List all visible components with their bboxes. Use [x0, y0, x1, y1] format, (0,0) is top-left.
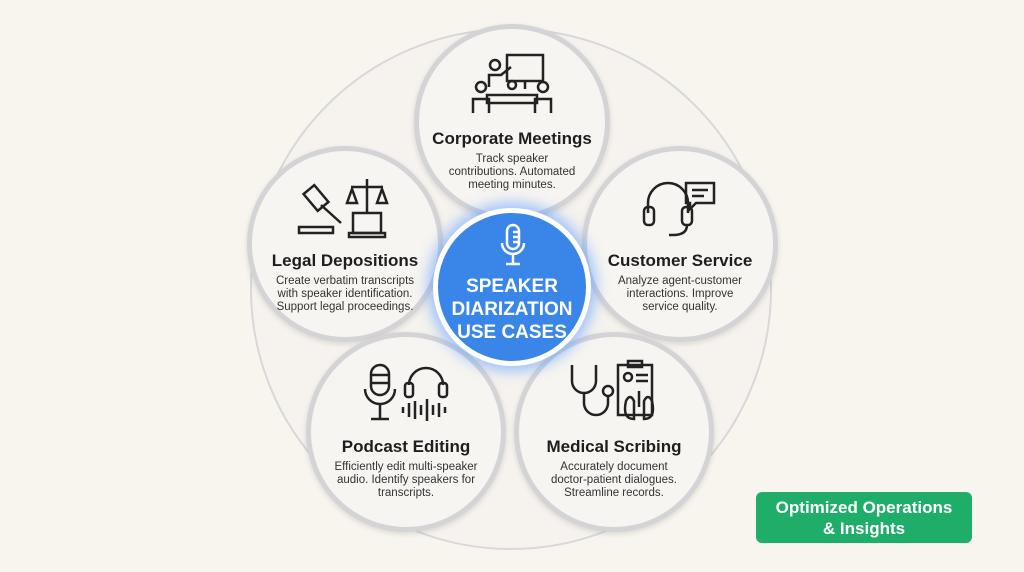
node-customer-service: Customer Service Analyze agent-customer … [582, 146, 778, 342]
node-medical-scribing: Medical Scribing Accurately document doc… [514, 332, 714, 532]
outcome-badge: Optimized Operations & Insights [756, 492, 972, 543]
node-description: Efficiently edit multi-speaker audio. Id… [334, 461, 478, 499]
stethoscope-clipboard-icon [570, 359, 655, 421]
badge-line: & Insights [822, 518, 906, 538]
node-title: Podcast Editing [341, 437, 471, 456]
node-description: Create verbatim transcripts with speaker… [275, 275, 415, 313]
gavel-scales-icon [297, 179, 389, 239]
center-title-line: SPEAKER [466, 276, 558, 297]
node-description: Track speaker contributions. Automated m… [448, 153, 576, 191]
node-description: Analyze agent-customer interactions. Imp… [617, 275, 742, 313]
center-title-line: DIARIZATION [451, 299, 573, 320]
node-title: Corporate Meetings [432, 129, 592, 148]
center-title: SPEAKER DIARIZATION USE CASES [438, 275, 586, 344]
node-legal-depositions: Legal Depositions Create verbatim transc… [247, 146, 443, 342]
center-hub: SPEAKER DIARIZATION USE CASES [433, 208, 591, 366]
node-corporate-meetings: Corporate Meetings Track speaker contrib… [414, 24, 610, 220]
badge-line: Optimized Operations [775, 497, 953, 517]
microphone-icon [500, 223, 526, 266]
node-title: Medical Scribing [546, 437, 682, 456]
node-title: Legal Depositions [271, 251, 419, 270]
center-title-line: USE CASES [457, 322, 567, 343]
node-title: Customer Service [607, 251, 753, 270]
node-description: Accurately document doctor-patient dialo… [551, 461, 677, 499]
meeting-presentation-icon [471, 53, 553, 113]
headset-chat-icon [642, 181, 716, 237]
node-podcast-editing: Podcast Editing Efficiently edit multi-s… [306, 332, 506, 532]
podcast-mic-headphones-icon [363, 363, 449, 421]
